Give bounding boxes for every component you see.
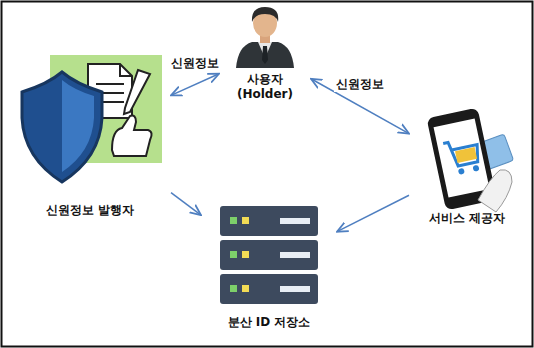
node-label: 사용자 xyxy=(247,72,283,87)
storage-node: 분산 ID 저장소 xyxy=(204,202,334,330)
edge-label: 신원정보 xyxy=(334,77,386,92)
connector-arrow xyxy=(171,193,201,215)
connector-arrow xyxy=(171,74,219,96)
node-label: 서비스 제공자 xyxy=(429,211,505,226)
node-label: 분산 ID 저장소 xyxy=(228,315,311,330)
node-label: (Holder) xyxy=(237,87,293,102)
storage-icon xyxy=(220,206,318,304)
node-label: 신원정보 발행자 xyxy=(46,203,134,218)
holder-node: 사용자(Holder) xyxy=(222,4,308,102)
issuer-icon xyxy=(22,55,162,182)
issuer-node: 신원정보 발행자 xyxy=(12,46,168,218)
connector-arrow xyxy=(337,195,409,231)
user-icon xyxy=(236,7,294,68)
edge-label: 신원정보 xyxy=(169,56,221,71)
service-icon xyxy=(427,108,514,212)
service-node: 서비스 제공자 xyxy=(412,106,522,226)
